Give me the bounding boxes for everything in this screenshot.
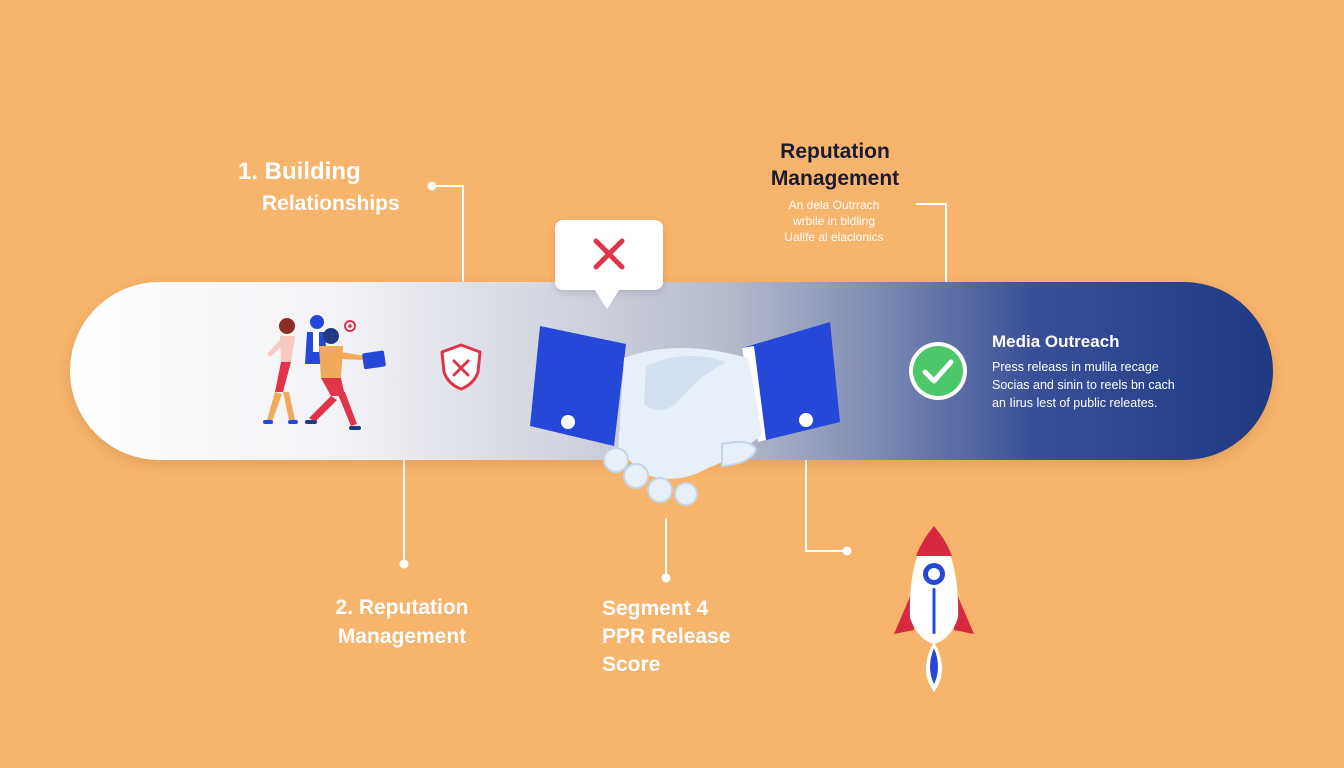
segment-label: Segment 4 PPR Release Score xyxy=(602,595,782,679)
media-desc-line1: Press releass in mulila recage xyxy=(992,360,1159,374)
connector-rocket xyxy=(805,460,845,552)
close-x-icon xyxy=(593,238,625,270)
rocket-icon xyxy=(894,526,974,692)
team-walking-icon xyxy=(263,315,386,430)
step1-label: 1. Building Relationships xyxy=(238,156,498,220)
media-desc-line3: an Iirus lest of public releates. xyxy=(992,396,1158,410)
connector-reputation xyxy=(916,203,947,282)
media-outreach-title: Media Outreach xyxy=(992,332,1120,351)
step1-label-line1: 1. Building xyxy=(238,158,361,185)
dot-step2 xyxy=(399,559,409,569)
segment-label-line2: PPR Release xyxy=(602,625,731,648)
reputation-desc-line3: Ualife al elaclonics xyxy=(784,230,884,244)
check-circle-icon xyxy=(909,342,967,400)
segment-label-line3: Score xyxy=(602,653,661,676)
segment-label-line1: Segment 4 xyxy=(602,597,709,620)
speech-bubble-tail xyxy=(593,287,621,309)
step2-label-line2: Management xyxy=(337,625,467,648)
media-outreach-description: Press releass in mulila recage Socias an… xyxy=(992,358,1222,412)
dot-segment xyxy=(661,573,671,583)
step1-label-line2: Relationships xyxy=(262,192,400,215)
media-desc-line2: Socias and sinin to reels bn cach xyxy=(992,378,1175,392)
connector-step1 xyxy=(432,185,464,282)
step2-label-line1: 2. Reputation xyxy=(335,596,469,619)
reputation-title-line2: Management xyxy=(770,167,900,190)
reputation-title: Reputation Management xyxy=(740,138,930,192)
reputation-desc-line2: wrbile in bldling xyxy=(792,214,876,228)
dot-step1 xyxy=(427,181,437,191)
step2-label: 2. Reputation Management xyxy=(312,593,492,651)
reputation-title-line1: Reputation xyxy=(780,140,890,163)
reputation-desc-line1: An dela Outrrach xyxy=(788,198,880,212)
dot-rocket xyxy=(842,546,852,556)
shield-x-icon xyxy=(440,343,482,391)
handshake-icon xyxy=(530,322,840,506)
reputation-description: An dela Outrrach wrbile in bldling Ualif… xyxy=(744,197,924,245)
